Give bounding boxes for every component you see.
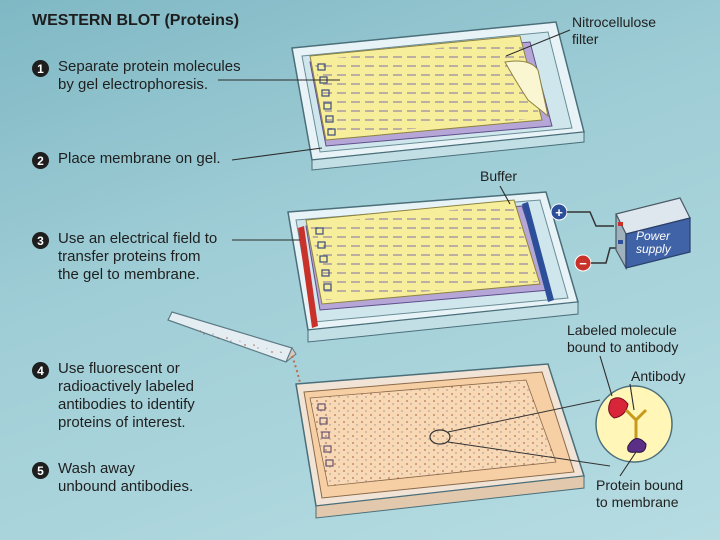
labeled-molecule-label: Labeled molecule bound to antibody <box>567 322 679 355</box>
tray-3 <box>295 363 585 519</box>
leader-lines <box>218 29 637 477</box>
negative-wire <box>591 247 616 264</box>
step-1-number: 1 <box>32 60 49 77</box>
pipette <box>167 311 303 393</box>
step-2-number: 2 <box>32 152 49 169</box>
protein <box>627 438 647 453</box>
plus-sign: + <box>555 205 563 220</box>
power-supply <box>615 197 691 271</box>
antibody-y-shape <box>624 408 648 440</box>
protein-bound-label: Protein bound to membrane <box>596 477 684 510</box>
tray-1 <box>291 21 585 171</box>
labeled-molecule <box>608 397 629 419</box>
zoom-circle <box>429 429 451 445</box>
step-4-text: Use fluorescent or radioactively labeled… <box>58 360 195 431</box>
minus-sign: − <box>579 256 587 271</box>
negative-electrode <box>298 226 318 328</box>
buffer-label: Buffer <box>480 168 518 184</box>
positive-electrode <box>522 202 554 302</box>
step-3-text: Use an electrical field to transfer prot… <box>58 230 218 283</box>
step-5: 5 Wash away unbound antibodies. <box>32 460 193 496</box>
nitrocellulose-filter-label: Nitrocellulose filter <box>572 14 657 47</box>
antibody-label: Antibody <box>631 368 686 384</box>
diagram-title: WESTERN BLOT (Proteins) <box>32 12 240 29</box>
step-2-text: Place membrane on gel. <box>58 150 221 167</box>
step-1-text: Separate protein molecules by gel electr… <box>58 58 241 93</box>
gel-wells-2 <box>315 227 332 291</box>
step-4: 4 Use fluorescent or radioactively label… <box>32 360 195 432</box>
step-5-number: 5 <box>32 462 49 479</box>
step-1: 1 Separate protein molecules by gel elec… <box>32 58 241 94</box>
step-4-number: 4 <box>32 362 49 379</box>
step-3-number: 3 <box>32 232 49 249</box>
labeled-antibodies <box>310 380 556 486</box>
step-3: 3 Use an electrical field to transfer pr… <box>32 230 217 284</box>
gel-wells-3 <box>317 403 334 467</box>
magnified-inset <box>447 385 673 467</box>
positive-wire <box>567 211 614 227</box>
step-5-text: Wash away unbound antibodies. <box>58 460 194 495</box>
tray-2: + − <box>287 191 616 343</box>
power-supply-label: Power supply <box>636 229 671 256</box>
step-2: 2 Place membrane on gel. <box>32 150 221 169</box>
